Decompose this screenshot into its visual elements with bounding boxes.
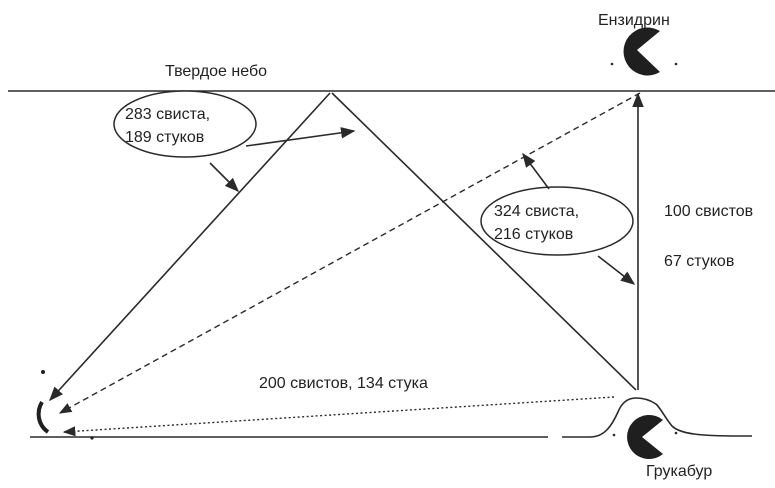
oval-middle [480, 186, 634, 256]
oval-middle-pointer-up [522, 152, 550, 190]
ground-line-right [562, 397, 752, 438]
reflect-path-up [331, 92, 637, 391]
oval-left-line2: 189 стуков [125, 129, 204, 146]
reflect-path-down-arrow [49, 92, 331, 402]
vertical-label-1: 100 свистов [664, 203, 753, 220]
speck-icon [612, 433, 616, 437]
bottom-planet-label: Грукабур [646, 463, 712, 480]
oval-middle-pointer-right [597, 255, 636, 285]
oval-left-pointer-right [245, 127, 356, 147]
speck-icon [674, 62, 678, 66]
speck-icon [610, 62, 614, 66]
oval-left-pointer-down [209, 162, 240, 193]
grukabur-planet-icon [627, 414, 663, 460]
enzidrin-planet-icon [623, 27, 660, 76]
oval-left [113, 90, 257, 158]
oval-middle-line1: 324 свиста, [494, 203, 579, 220]
dashed-direct-arrow [58, 92, 641, 414]
observer-dot-icon [90, 436, 94, 440]
vertical-label-2: 67 стуков [664, 253, 734, 270]
sky-label: Твердое небо [165, 63, 267, 80]
dotted-ground-arrow [62, 396, 615, 437]
observer-arc-icon [36, 400, 50, 434]
speck-icon [674, 431, 678, 435]
oval-left-line1: 283 свиста, [125, 106, 210, 123]
top-planet-label: Ензидрин [598, 12, 670, 29]
observer-dot-icon [41, 370, 45, 374]
oval-middle-line2: 216 стуков [494, 226, 573, 243]
bottom-label: 200 свистов, 134 стука [259, 375, 428, 392]
